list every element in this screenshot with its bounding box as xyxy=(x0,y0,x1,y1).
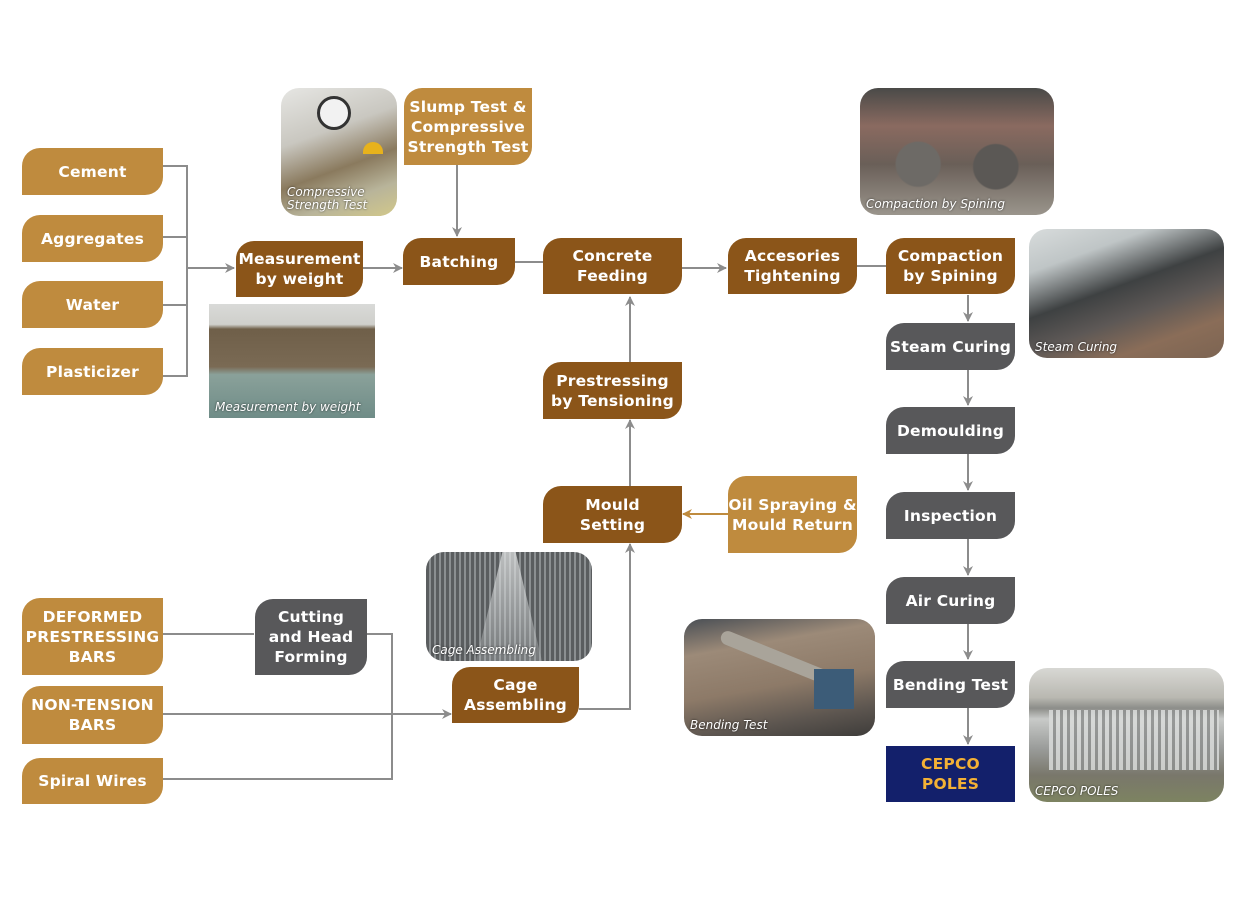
step-batching: Batching xyxy=(403,238,515,285)
step-cutting-and-head-forming: Cutting and Head Forming xyxy=(255,599,367,675)
photo-caption: Compressive Strength Test xyxy=(287,185,368,212)
input-aggregates: Aggregates xyxy=(22,215,163,262)
step-slump-compressive-test: Slump Test & Compressive Strength Test xyxy=(404,88,532,165)
photo-compressive-strength-test: Compressive Strength Test xyxy=(281,88,397,216)
connector-cement xyxy=(162,165,188,377)
input-non-tension-bars: NON-TENSION BARS xyxy=(22,686,163,744)
product-cepco-poles: CEPCO POLES xyxy=(886,746,1015,802)
step-concrete-feeding: Concrete Feeding xyxy=(543,238,682,294)
photo-caption: Measurement by weight xyxy=(215,400,361,414)
step-measurement-by-weight: Measurement by weight xyxy=(236,241,363,297)
photo-caption: Cage Assembling xyxy=(432,643,536,657)
photo-compaction-by-spining: Compaction by Spining xyxy=(860,88,1054,215)
step-accessories-tightening: Accesories Tightening xyxy=(728,238,857,294)
step-oil-spraying-mould-return: Oil Spraying & Mould Return xyxy=(728,476,857,553)
input-deformed-prestressing-bars: DEFORMED PRESTRESSING BARS xyxy=(22,598,163,675)
step-inspection: Inspection xyxy=(886,492,1015,539)
input-plasticizer: Plasticizer xyxy=(22,348,163,395)
photo-measurement-by-weight: Measurement by weight xyxy=(209,304,375,418)
photo-cage-assembling: Cage Assembling xyxy=(426,552,592,661)
photo-caption: Steam Curing xyxy=(1035,340,1118,354)
input-spiral-wires: Spiral Wires xyxy=(22,758,163,804)
step-mould-setting: Mould Setting xyxy=(543,486,682,543)
photo-cepco-poles: CEPCO POLES xyxy=(1029,668,1224,802)
step-prestressing-by-tensioning: Prestressing by Tensioning xyxy=(543,362,682,419)
photo-caption: Bending Test xyxy=(690,718,768,732)
step-bending-test: Bending Test xyxy=(886,661,1015,708)
step-cage-assembling: Cage Assembling xyxy=(452,667,579,723)
photo-steam-curing: Steam Curing xyxy=(1029,229,1224,358)
step-steam-curing: Steam Curing xyxy=(886,323,1015,370)
photo-bending-test: Bending Test xyxy=(684,619,875,736)
photo-caption: Compaction by Spining xyxy=(866,197,1006,211)
input-water: Water xyxy=(22,281,163,328)
step-compaction-by-spining: Compaction by Spining xyxy=(886,238,1015,294)
input-cement: Cement xyxy=(22,148,163,195)
step-demoulding: Demoulding xyxy=(886,407,1015,454)
step-air-curing: Air Curing xyxy=(886,577,1015,624)
photo-caption: CEPCO POLES xyxy=(1035,784,1119,798)
